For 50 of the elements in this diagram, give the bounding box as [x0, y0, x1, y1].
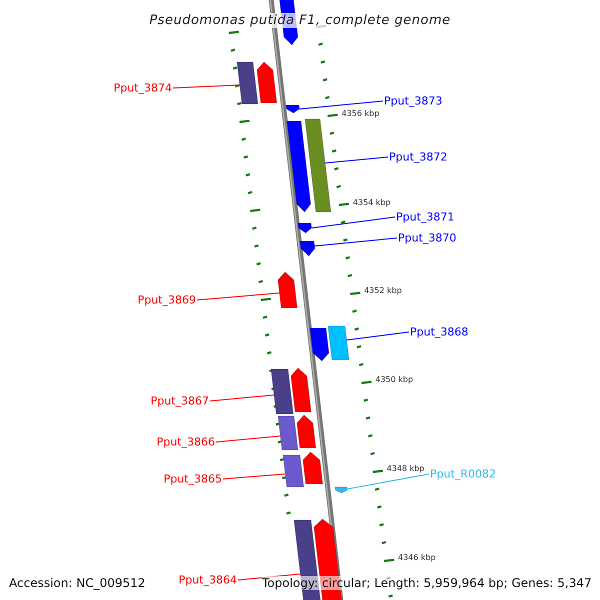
gene-feature: [286, 104, 300, 114]
info-text: Accession: NC_009512: [9, 576, 146, 590]
leader-line: [298, 100, 384, 110]
scale-label: 4350 kbp: [375, 375, 414, 385]
info-text: Topology: circular; Length: 5,959,964 bp; Genes: 5,347: [262, 576, 592, 590]
gene-feature: [278, 416, 298, 450]
gene-feature: [282, 454, 304, 488]
gene-feature: [256, 62, 278, 104]
leader-line: [314, 238, 398, 246]
gene-feature: [298, 222, 312, 234]
scale-label: 4346 kbp: [398, 553, 436, 563]
gene-label: Pput_3870: [398, 232, 456, 244]
leader-line: [222, 474, 286, 480]
gene-label: Pput_3871: [396, 210, 454, 224]
leader-line: [324, 156, 388, 164]
gene-feature: [286, 120, 312, 212]
gene-feature: [300, 240, 316, 256]
gene-feature: [310, 328, 330, 362]
scale-label: 4352 kbp: [364, 286, 402, 296]
gene-label: Pput_R0082: [430, 468, 496, 480]
leader-line: [172, 84, 240, 88]
gene-label: Pput_3867: [150, 394, 209, 408]
gene-feature: [334, 486, 348, 494]
gene-label: Pput_3868: [410, 326, 468, 338]
scale-label: 4354 kbp: [352, 198, 391, 208]
gene-feature: [236, 62, 258, 104]
gene-label: Pput_3873: [384, 94, 442, 108]
gene-label: Pput_3864: [178, 574, 237, 586]
leader-line: [196, 292, 280, 300]
leader-line: [210, 394, 275, 402]
title: Pseudomonas putida F1, complete genome: [147, 13, 453, 28]
gene-feature: [304, 118, 332, 212]
gene-label: Pput_3866: [156, 436, 215, 448]
gene-feature: [328, 326, 350, 360]
gene-label: Pput_3872: [389, 150, 448, 164]
leader-line: [346, 474, 430, 490]
gene-feature: [290, 368, 312, 412]
leader-line: [311, 216, 396, 228]
gene-feature: [278, 272, 298, 308]
gene-feature: [270, 368, 294, 414]
scale-label: 4356 kbp: [342, 109, 380, 119]
scale-label: 4348 kbp: [386, 464, 424, 474]
gene-label: Pput_3869: [138, 294, 196, 306]
gene-feature: [302, 452, 324, 484]
gene-label: Pput_3865: [164, 472, 222, 486]
gene-label: Pput_3874: [114, 82, 172, 94]
gene-feature: [296, 414, 316, 448]
leader-line: [238, 574, 301, 580]
leader-line: [216, 436, 281, 442]
leader-line: [346, 332, 410, 340]
